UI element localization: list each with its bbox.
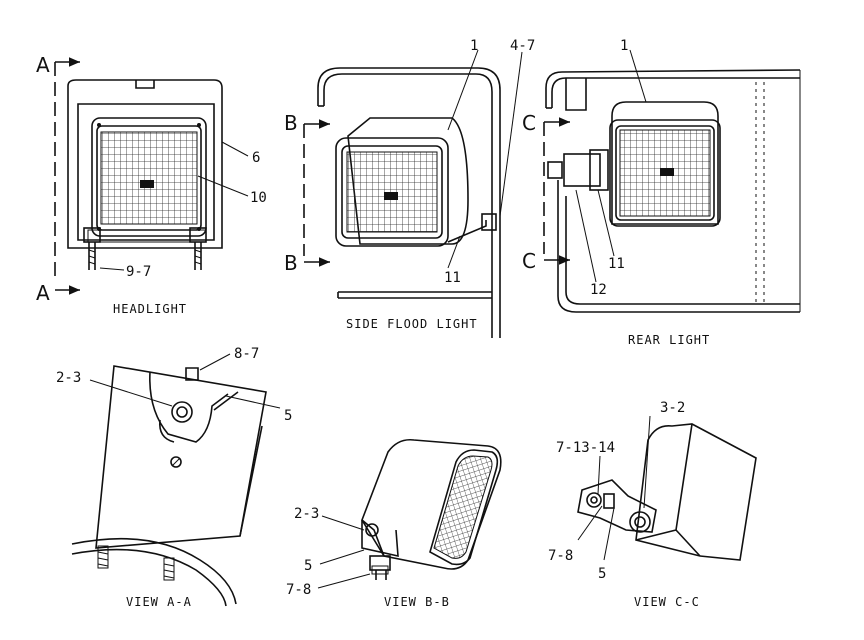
view-b-group: 2-3 5 7-8 VIEW B-B [286, 438, 502, 609]
callout-11-side: 11 [444, 270, 461, 286]
section-marker-b: B B [284, 111, 330, 275]
view-a-bolt [171, 367, 199, 423]
callout-1-side: 1 [470, 38, 478, 54]
caption-headlight: HEADLIGHT [113, 302, 187, 316]
callout-2-3-b: 2-3 [294, 506, 319, 522]
section-label-c-bottom: C [522, 249, 536, 273]
side-flood-light-group: B B 1 4-7 11 SIDE FLOOD LIGHT [284, 38, 535, 338]
callout-5-b: 5 [304, 558, 312, 574]
view-c-lamp [635, 423, 757, 561]
callout-4-7: 4-7 [510, 38, 535, 54]
view-c-group: 3-2 7-13-14 7-8 5 VIEW C-C [548, 400, 757, 609]
callout-3-2: 3-2 [660, 400, 685, 416]
caption-rear-light: REAR LIGHT [628, 333, 710, 347]
view-c-bracket [577, 479, 657, 533]
caption-view-c: VIEW C-C [634, 595, 700, 609]
caption-side-flood-light: SIDE FLOOD LIGHT [346, 317, 478, 331]
section-label-c-top: C [522, 111, 536, 135]
section-label-b-bottom: B [284, 251, 298, 275]
headlight-group: A A 6 10 [36, 53, 267, 316]
callout-7-8-b: 7-8 [286, 582, 311, 598]
callout-9-7: 9-7 [126, 264, 151, 280]
side-flood-lamp [335, 117, 497, 247]
callout-1-rear: 1 [620, 38, 628, 54]
callout-5-a: 5 [284, 408, 292, 424]
callout-2-3-a: 2-3 [56, 370, 81, 386]
guard-rail [317, 67, 501, 338]
view-a-housing [95, 365, 267, 549]
headlight-housing [67, 79, 223, 249]
section-label-a-top: A [36, 53, 50, 77]
section-label-a-bottom: A [36, 281, 50, 305]
callout-7-8-c: 7-8 [548, 548, 573, 564]
callout-6: 6 [252, 150, 260, 166]
callout-7-13-14: 7-13-14 [556, 440, 615, 456]
section-marker-a: A A [36, 53, 80, 305]
view-a-frame [71, 537, 237, 607]
headlight-bolts [83, 227, 207, 270]
rear-light-group: C C 1 11 [522, 38, 801, 347]
callout-12: 12 [590, 282, 607, 298]
view-b-lamp [361, 438, 502, 570]
view-b-bracket [361, 520, 399, 580]
headlight-lamp [91, 117, 207, 237]
callout-8-7: 8-7 [234, 346, 259, 362]
rear-frame [545, 69, 801, 313]
callout-11-rear: 11 [608, 256, 625, 272]
callout-10: 10 [250, 190, 267, 206]
caption-view-b: VIEW B-B [384, 595, 450, 609]
rear-lamp [609, 101, 721, 227]
rear-mount [547, 149, 609, 191]
section-marker-c: C C [522, 111, 570, 273]
caption-view-a: VIEW A-A [126, 595, 192, 609]
callout-5-c: 5 [598, 566, 606, 582]
view-a-group: 8-7 2-3 5 VIEW A-A [56, 346, 292, 609]
section-label-b-top: B [284, 111, 298, 135]
